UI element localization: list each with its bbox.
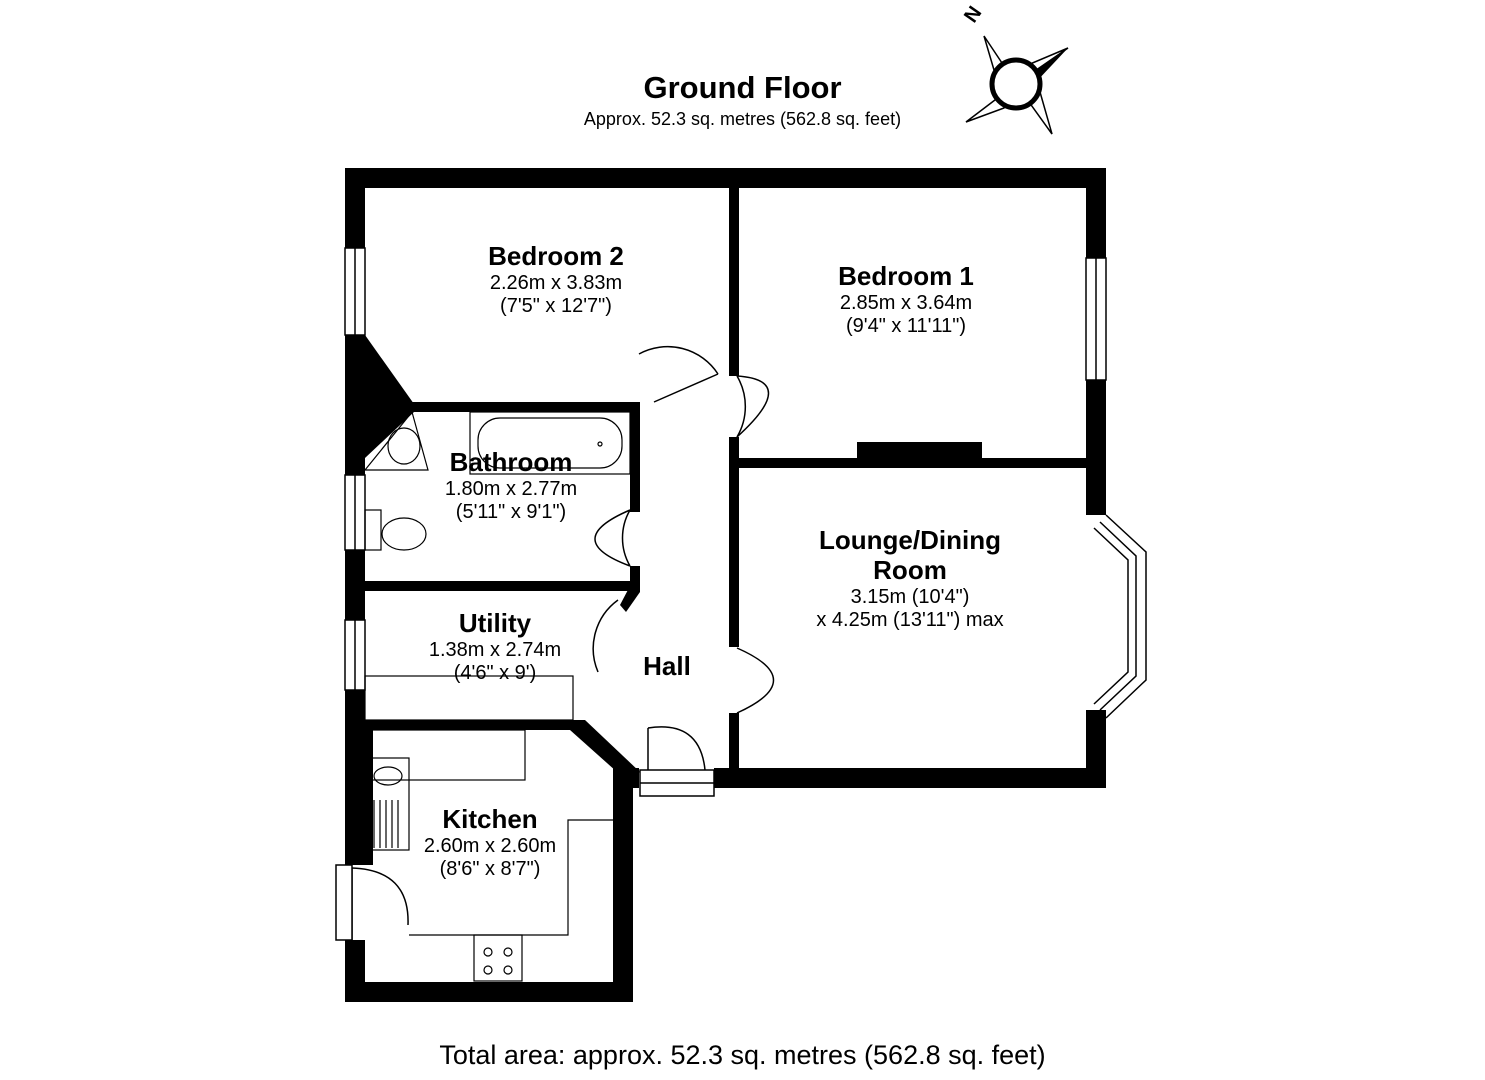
room-name-line-1: Lounge/Dining — [819, 525, 1001, 555]
room-utility: Utility 1.38m x 2.74m (4'6" x 9') — [400, 608, 590, 686]
room-hall: Hall — [627, 651, 707, 682]
room-dimensions-imperial: (8'6" x 8'7") — [439, 858, 541, 881]
room-dimensions-metric: 1.80m x 2.77m — [444, 477, 578, 500]
room-dimensions-metric: 2.85m x 3.64m — [839, 291, 973, 314]
room-name: Bedroom 2 — [488, 241, 624, 271]
room-dimensions-metric: 3.15m (10'4") — [850, 585, 970, 608]
room-dimensions-imperial: x 4.25m (13'11") max — [816, 609, 1004, 632]
room-name: Bathroom — [449, 447, 573, 477]
room-name: Kitchen — [442, 804, 538, 834]
floor-area-subtitle: Approx. 52.3 sq. metres (562.8 sq. feet) — [583, 109, 902, 129]
compass-north-label: N — [960, 2, 986, 26]
room-dimensions-metric: 2.60m x 2.60m — [423, 834, 557, 857]
doors — [335, 345, 775, 941]
room-bedroom-1: Bedroom 1 2.85m x 3.64m (9'4" x 11'11") — [780, 261, 1032, 339]
room-name-line-2: Room — [873, 554, 947, 585]
room-kitchen: Kitchen 2.60m x 2.60m (8'6" x 8'7") — [400, 804, 580, 882]
room-name: Hall — [643, 651, 691, 681]
room-dimensions-imperial: (5'11" x 9'1") — [455, 501, 567, 524]
room-dimensions-imperial: (4'6" x 9') — [453, 662, 537, 685]
room-name: Utility — [458, 608, 532, 638]
windows — [344, 247, 1147, 797]
room-lounge-dining: Lounge/Dining Room 3.15m (10'4") x 4.25m… — [770, 525, 1050, 633]
walls — [345, 168, 1106, 1002]
room-bathroom: Bathroom 1.80m x 2.77m (5'11" x 9'1") — [400, 447, 622, 525]
total-area: Total area: approx. 52.3 sq. metres (562… — [439, 1040, 1046, 1070]
room-dimensions-imperial: (7'5" x 12'7") — [500, 295, 612, 318]
room-dimensions-metric: 1.38m x 2.74m — [428, 638, 562, 661]
room-bedroom-2: Bedroom 2 2.26m x 3.83m (7'5" x 12'7") — [430, 241, 682, 319]
hob — [473, 934, 523, 982]
compass-icon: N — [960, 2, 1069, 135]
room-dimensions-metric: 2.26m x 3.83m — [489, 271, 623, 294]
floor-title: Ground Floor — [643, 70, 842, 105]
room-dimensions-imperial: (9'4" x 11'11") — [845, 315, 967, 338]
bath-tub — [469, 411, 631, 475]
sink-unit — [364, 757, 410, 851]
fixtures — [363, 410, 631, 982]
room-name: Bedroom 1 — [838, 261, 974, 291]
